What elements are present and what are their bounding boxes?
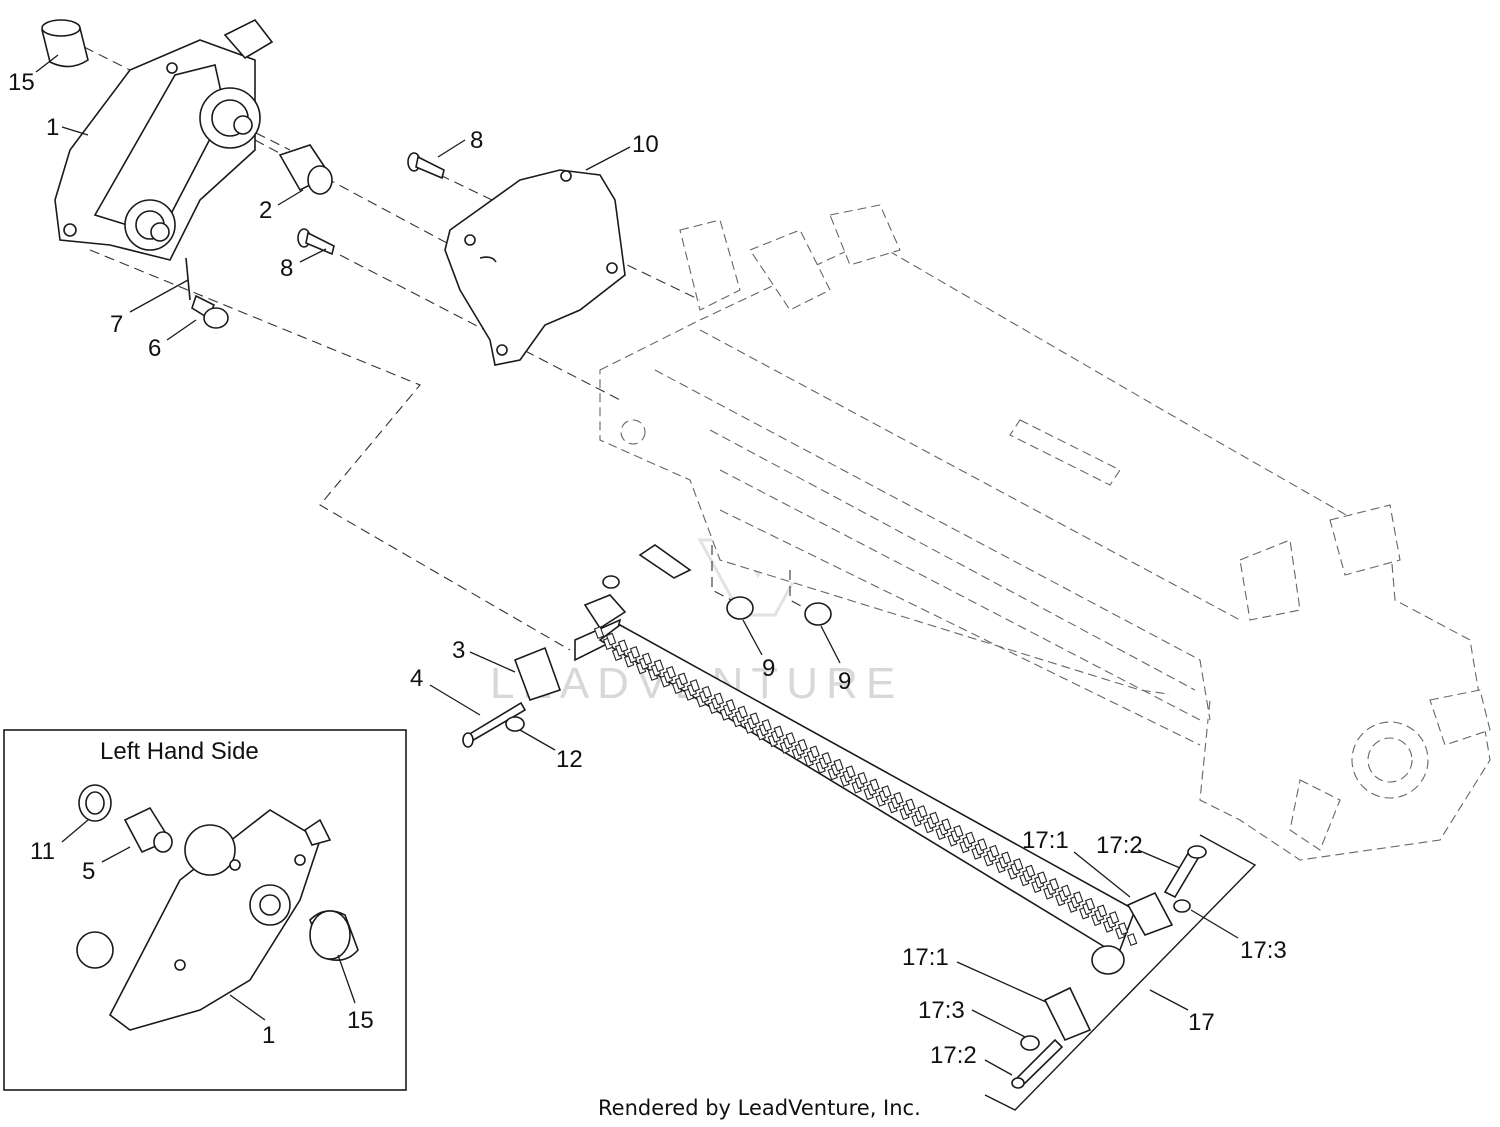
callout-5: 5 [82, 858, 95, 885]
callout-15: 15 [347, 1007, 374, 1034]
roller-tooth [881, 785, 892, 799]
roller-tooth [629, 646, 641, 659]
inset-title: Left Hand Side [100, 738, 259, 765]
roller-tooth [917, 805, 928, 818]
roller-tooth [941, 818, 952, 832]
pin-6 [191, 294, 229, 329]
cap-9-left [726, 596, 754, 620]
roller-tooth [653, 659, 665, 673]
callout-4: 4 [410, 665, 423, 692]
roller-tooth [1036, 871, 1048, 885]
roller-mount-left [462, 544, 692, 748]
roller-tooth [761, 718, 773, 732]
footer-credit: Rendered by LeadVenture, Inc. [598, 1096, 921, 1120]
roller-tooth [1126, 933, 1138, 946]
leader-lines [35, 54, 1239, 1076]
roller-tooth [809, 745, 820, 759]
roller-tooth [1025, 864, 1036, 878]
roller-tooth [989, 844, 1000, 858]
roller-tooth [1060, 884, 1072, 898]
bolt-8-upper [407, 152, 445, 180]
roller-tooth [749, 712, 761, 726]
gearbox-housing [54, 18, 274, 261]
callout-1: 1 [46, 114, 59, 141]
roller-tooth [1084, 897, 1096, 911]
callouts: 15 1 2 8 8 10 7 6 3 4 12 9 9 11 5 1 15 1… [8, 69, 1287, 1069]
callout-8: 8 [470, 127, 483, 154]
roller-tooth [593, 626, 605, 639]
roller-teeth [593, 626, 1138, 946]
roller-tooth [1013, 858, 1024, 871]
callout-9: 9 [762, 655, 775, 682]
bracket-10 [444, 169, 626, 366]
roller-tooth [1072, 891, 1084, 905]
bolt-8-lower [297, 228, 335, 256]
roller-tooth [1108, 911, 1120, 924]
roller-tooth [1096, 904, 1108, 918]
roller-tooth [725, 699, 737, 712]
callout-17-2: 17:2 [1096, 832, 1143, 859]
callout-17-1: 17:1 [1022, 827, 1069, 854]
roller-tooth [689, 679, 701, 692]
roller-mount-right [1011, 845, 1207, 1089]
callout-3: 3 [452, 637, 465, 664]
callout-15: 15 [8, 69, 35, 96]
roller-tooth [773, 725, 785, 739]
callout-17-2: 17:2 [930, 1042, 977, 1069]
callout-7: 7 [110, 311, 123, 338]
callout-17: 17 [1188, 1009, 1215, 1036]
roller-tooth [869, 778, 880, 792]
clip-7 [185, 257, 191, 301]
roller-tooth [905, 798, 916, 812]
roller-tooth [665, 665, 677, 679]
roller-brush [593, 624, 1138, 975]
callout-6: 6 [148, 335, 161, 362]
cap-9-right [804, 602, 832, 626]
callout-1: 1 [262, 1022, 275, 1049]
roller-tooth [1117, 922, 1129, 935]
roller-tooth [1048, 878, 1060, 891]
callout-12: 12 [556, 746, 583, 773]
cap-15 [41, 19, 89, 68]
reel-frame [599, 204, 1491, 861]
roller-tooth [845, 765, 856, 779]
roller-tooth [617, 639, 629, 653]
roller-tooth [605, 632, 617, 646]
roller-tooth [677, 672, 689, 686]
inset-left-hand-side: Left Hand Side [3, 729, 407, 1091]
callout-11: 11 [30, 838, 55, 865]
roller-tooth [641, 652, 653, 666]
roller-tooth [833, 758, 844, 772]
callout-8: 8 [280, 255, 293, 282]
callout-2: 2 [259, 197, 272, 224]
callout-17-1: 17:1 [902, 944, 949, 971]
roller-tooth [713, 692, 725, 706]
roller-tooth [785, 732, 796, 745]
callout-9: 9 [838, 668, 851, 695]
callout-17-3: 17:3 [918, 997, 965, 1024]
roller-tooth [737, 705, 749, 719]
roller-tooth [701, 685, 713, 699]
roller-tooth [1001, 851, 1012, 865]
roller-tooth [977, 838, 988, 852]
bracket-17 [984, 834, 1257, 1111]
roller-tooth [893, 791, 904, 805]
bearing-2 [278, 144, 333, 195]
roller-tooth [821, 752, 832, 765]
callout-10: 10 [632, 131, 659, 158]
roller-tooth [797, 738, 808, 752]
roller-tooth [857, 771, 868, 785]
roller-tooth [929, 811, 940, 825]
roller-tooth [953, 824, 964, 838]
callout-17-3: 17:3 [1240, 937, 1287, 964]
roller-tooth [965, 831, 976, 845]
